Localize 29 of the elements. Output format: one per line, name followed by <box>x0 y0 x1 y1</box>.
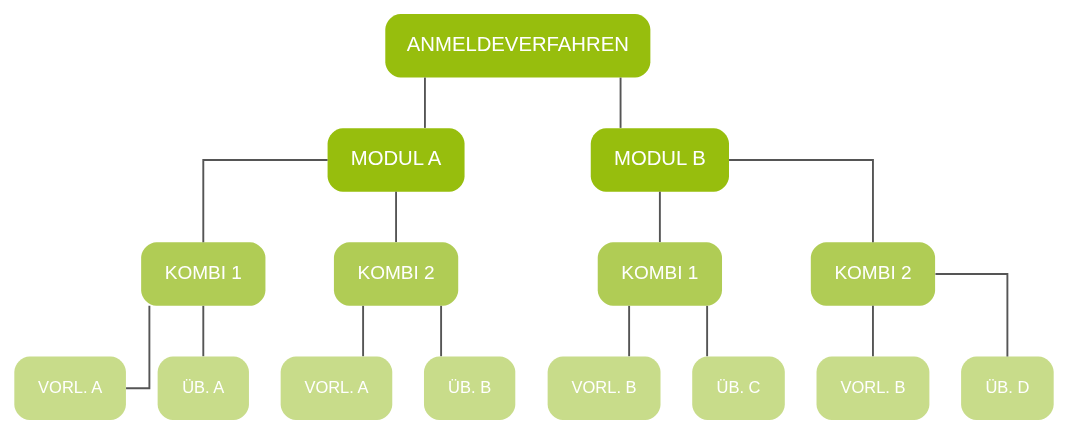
connector <box>424 76 426 129</box>
connector <box>125 304 151 390</box>
node-box: KOMBI 2 <box>810 242 936 306</box>
connector <box>362 304 365 358</box>
connector <box>728 159 874 244</box>
node-box: ÜB. B <box>424 356 516 420</box>
node-box: KOMBI 1 <box>597 242 722 306</box>
node-box: KOMBI 2 <box>333 242 459 306</box>
connector <box>202 159 329 244</box>
node-box: VORL. A <box>280 356 393 420</box>
node-box: ÜB. C <box>692 356 785 420</box>
node-box: VORL. B <box>547 356 661 420</box>
node-box: MODUL B <box>590 128 729 192</box>
node-box: ÜB. D <box>961 356 1054 420</box>
node-box: KOMBI 1 <box>141 242 266 306</box>
node-box: ÜB. A <box>157 356 249 420</box>
node-box: VORL. A <box>14 356 126 420</box>
connector <box>706 304 709 358</box>
connector <box>658 190 661 243</box>
connector <box>395 190 397 243</box>
node-box: ANMELDEVERFAHREN <box>385 14 651 78</box>
node-box: VORL. B <box>816 356 930 420</box>
connector <box>934 273 1009 358</box>
connector <box>202 304 205 358</box>
connector <box>440 304 443 358</box>
connector <box>628 304 631 358</box>
connector <box>872 304 874 358</box>
node-box: MODUL A <box>327 128 465 192</box>
connector <box>619 76 622 129</box>
